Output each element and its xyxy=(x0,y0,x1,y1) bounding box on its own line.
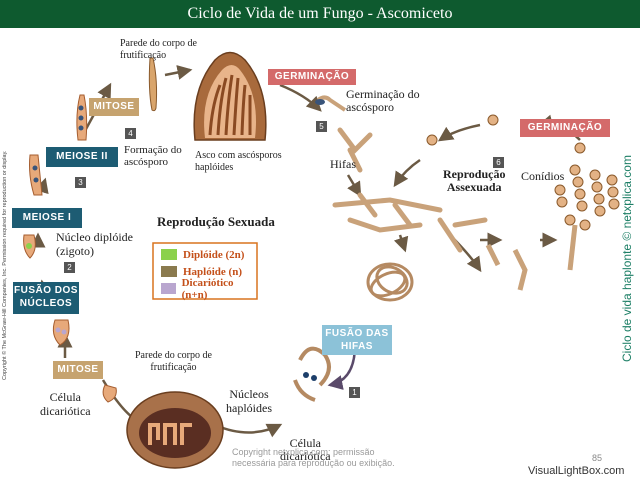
legend: Diplóide (2n) Haplóide (n) Dicariótico (… xyxy=(161,246,255,301)
label-parede-bottom-line2: frutificação xyxy=(150,362,197,373)
label-reproducao-assexuada: Reprodução Assexuada xyxy=(443,168,505,194)
label-parede-top-line2: frutificação xyxy=(120,50,167,61)
step-number-2: 2 xyxy=(64,262,75,273)
label-celula-dicariotica-bottom: Célula dicariótica xyxy=(280,437,331,463)
label-formacao-ascosporo-line2: ascósporo xyxy=(124,156,168,168)
fruiting-body-top xyxy=(193,51,267,141)
legend-label-haploide: Haplóide (n) xyxy=(183,265,242,278)
copyright-side-text: Copyright © The McGraw-Hill Companies, I… xyxy=(2,150,8,380)
stage-fusao-nucleos-line2: NÚCLEOS xyxy=(19,298,73,309)
mycelium-ball xyxy=(366,262,414,302)
label-parede-top: Parede do corpo de frutificação xyxy=(120,38,197,62)
stage-germinacao-top: GERMINAÇÃO xyxy=(268,69,356,85)
page-number: 85 xyxy=(592,453,603,463)
conidia-chains xyxy=(426,114,620,291)
legend-label-diploide: Diplóide (2n) xyxy=(183,248,245,261)
stage-fusao-hifas: FUSÃO DAS HIFAS xyxy=(322,325,392,355)
watermark-line1: Copyright netxplica.com: permissão xyxy=(232,447,375,457)
label-formacao-ascosporo-line1: Formação do xyxy=(124,144,182,156)
footer-credit: VisualLightBox.com xyxy=(528,465,625,477)
label-nucleo-diploide: Núcleo diplóide (zigoto) xyxy=(56,230,133,258)
label-celula-dicariotica-bottom-line1: Célula xyxy=(289,436,321,450)
legend-item-dicariotico: Dicariótico (n+n) xyxy=(161,277,255,301)
legend-label-dicariotico: Dicariótico (n+n) xyxy=(181,276,234,301)
label-nucleos-haploides-line2: haplóides xyxy=(226,401,272,415)
stage-mitose-top: MITOSE xyxy=(89,98,139,116)
label-parede-bottom: Parede do corpo de frutificação xyxy=(135,350,212,374)
label-celula-dicariotica-left-line2: dicariótica xyxy=(40,404,91,418)
label-formacao-ascosporo: Formação do ascósporo xyxy=(124,144,182,168)
label-reproducao-sexuada: Reprodução Sexuada xyxy=(157,214,275,229)
legend-swatch-diploide xyxy=(161,249,177,260)
label-reproducao-assexuada-line2: Assexuada xyxy=(446,180,502,194)
label-nucleos-haploides: Núcleos haplóides xyxy=(226,387,272,415)
label-hifas: Hifas xyxy=(330,157,356,171)
step-number-6: 6 xyxy=(493,157,504,168)
label-germinacao-ascosporo-line1: Germinação do xyxy=(346,87,420,101)
right-vertical-credit: Ciclo de vida haplonte © netxplica.com xyxy=(620,155,634,362)
stage-meiose-i: MEIOSE I xyxy=(12,208,82,228)
step-number-1: 1 xyxy=(349,387,360,398)
label-parede-top-line1: Parede do corpo de xyxy=(120,38,197,49)
page-title: Ciclo de Vida de um Fungo - Ascomiceto xyxy=(0,0,640,28)
label-nucleo-diploide-line1: Núcleo diplóide xyxy=(56,230,133,244)
label-celula-dicariotica-left: Célula dicariótica xyxy=(40,390,91,418)
label-reproducao-assexuada-line1: Reprodução xyxy=(443,167,506,181)
watermark: Copyright netxplica.com: permissão neces… xyxy=(232,447,395,469)
label-celula-dicariotica-left-line1: Célula xyxy=(49,390,81,404)
label-asco-line1: Asco com ascósporos xyxy=(195,150,282,161)
stage-fusao-hifas-line1: FUSÃO DAS xyxy=(325,328,389,339)
label-asco: Asco com ascósporos haplóides xyxy=(195,150,282,174)
label-nucleo-diploide-line2: (zigoto) xyxy=(56,244,94,258)
label-asco-line2: haplóides xyxy=(195,162,234,173)
step-number-4: 4 xyxy=(125,128,136,139)
legend-item-diploide: Diplóide (2n) xyxy=(161,246,255,263)
stage-fusao-nucleos-line1: FUSÃO DOS xyxy=(14,285,78,296)
fruiting-body-bottom xyxy=(126,391,224,469)
legend-swatch-haploide xyxy=(161,266,177,277)
asci-left xyxy=(23,94,117,403)
step-number-3: 3 xyxy=(75,177,86,188)
stage-fusao-nucleos: FUSÃO DOS NÚCLEOS xyxy=(13,282,79,314)
label-conidios: Conídios xyxy=(521,169,565,183)
stage-germinacao-right: GERMINAÇÃO xyxy=(520,119,610,137)
label-celula-dicariotica-bottom-line2: dicariótica xyxy=(280,449,331,463)
label-nucleos-haploides-line1: Núcleos xyxy=(229,387,269,401)
label-germinacao-ascosporo-line2: ascósporo xyxy=(346,100,394,114)
label-germinacao-ascosporo: Germinação do ascósporo xyxy=(346,88,420,114)
stage-meiose-ii: MEIOSE II xyxy=(46,147,118,167)
hyphae-network xyxy=(332,127,488,253)
stage-fusao-hifas-line2: HIFAS xyxy=(341,341,373,352)
step-number-5: 5 xyxy=(316,121,327,132)
legend-swatch-dicariotico xyxy=(161,283,176,294)
legend-item-haploide: Haplóide (n) xyxy=(161,263,255,280)
watermark-line2: necessária para reprodução ou exibição. xyxy=(232,458,395,468)
stage-mitose-bottom: MITOSE xyxy=(53,361,103,379)
label-parede-bottom-line1: Parede do corpo de xyxy=(135,350,212,361)
